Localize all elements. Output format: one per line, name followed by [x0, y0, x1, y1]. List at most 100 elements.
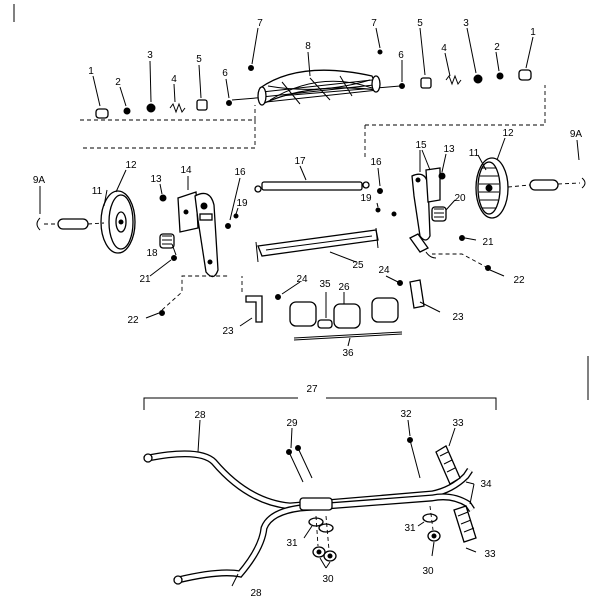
- handle-upper: [147, 450, 473, 510]
- label-30: 30: [422, 566, 434, 577]
- label-6: 6: [222, 68, 228, 79]
- label-9a: 9A: [570, 129, 583, 140]
- label-13: 13: [150, 174, 162, 185]
- wheel-right: [475, 157, 509, 219]
- label-31: 31: [286, 538, 298, 549]
- screw-top-right: [377, 49, 383, 55]
- roller-shaft-36: [293, 331, 403, 339]
- bolt-left: [225, 223, 231, 229]
- nut-right: [473, 74, 483, 84]
- label-16: 16: [234, 167, 246, 178]
- label-9a: 9A: [33, 175, 46, 186]
- label-15: 15: [415, 140, 427, 151]
- handle-clamp: [299, 497, 333, 511]
- bolt-21-right: [459, 235, 465, 241]
- washer-right: [496, 72, 504, 80]
- roller-center: [333, 303, 361, 329]
- clip-right: [581, 177, 586, 189]
- label-17: 17: [294, 156, 306, 167]
- label-25: 25: [352, 260, 364, 271]
- label-3: 3: [147, 50, 153, 61]
- label-31: 31: [404, 523, 416, 534]
- label-24: 24: [296, 274, 308, 285]
- bearing-right: [420, 77, 432, 89]
- label-14: 14: [180, 165, 192, 176]
- label-22: 22: [513, 275, 525, 286]
- label-26: 26: [338, 282, 350, 293]
- handle-lower: [177, 493, 475, 584]
- washer-31-b: [318, 523, 334, 533]
- nut-left: [146, 103, 156, 113]
- label-5: 5: [196, 54, 202, 65]
- roller-spacer: [317, 319, 333, 329]
- label-12: 12: [502, 128, 514, 139]
- label-36: 36: [342, 348, 354, 359]
- bearing-cup-left: [95, 108, 109, 119]
- label-33: 33: [452, 418, 464, 429]
- label-20: 20: [454, 193, 466, 204]
- roller-bracket-right: [409, 279, 425, 309]
- label-2: 2: [494, 42, 500, 53]
- label-7: 7: [257, 18, 263, 29]
- label-23: 23: [452, 312, 464, 323]
- bolt-29-a: [286, 449, 304, 483]
- cutter-bar: [255, 227, 379, 263]
- label-18: 18: [146, 248, 158, 259]
- washer-left: [123, 107, 131, 115]
- gear-left: [159, 233, 175, 249]
- label-7: 7: [371, 18, 377, 29]
- spring-right: [445, 74, 462, 86]
- roller-shaft: [254, 181, 370, 193]
- bolt-32: [407, 437, 421, 479]
- label-19: 19: [360, 193, 372, 204]
- washer-31-c: [422, 513, 438, 523]
- label-34: 34: [480, 479, 492, 490]
- label-28: 28: [250, 588, 262, 599]
- axle-left: [57, 218, 89, 230]
- label-1: 1: [88, 66, 94, 77]
- grip-lower: [453, 505, 477, 543]
- label-35: 35: [319, 279, 331, 290]
- label-32: 32: [400, 409, 412, 420]
- nut-30-b: [323, 550, 337, 562]
- bolt-29-b: [295, 445, 313, 479]
- wheel-left: [100, 190, 136, 254]
- label-22: 22: [127, 315, 139, 326]
- bolt-16-right: [377, 188, 383, 194]
- bearing-left: [196, 99, 208, 111]
- pin-right: [399, 83, 405, 89]
- label-21: 21: [139, 274, 151, 285]
- label-29: 29: [286, 418, 298, 429]
- label-24: 24: [378, 265, 390, 276]
- label-4: 4: [441, 43, 447, 54]
- screw-24-right: [397, 280, 403, 286]
- handle-end-top: [143, 453, 153, 463]
- grip-upper: [435, 445, 461, 485]
- bolt-21-left: [171, 255, 177, 261]
- screw-top-left: [248, 65, 254, 71]
- spacer-left: [159, 194, 167, 202]
- spring-left: [169, 102, 186, 114]
- nut-30-c: [427, 530, 441, 542]
- label-19: 19: [236, 198, 248, 209]
- roller-left: [289, 301, 317, 327]
- roller-right: [371, 297, 399, 323]
- gear-right: [431, 206, 447, 222]
- label-16: 16: [370, 157, 382, 168]
- label-13: 13: [443, 144, 455, 155]
- nut-22-left: [159, 310, 165, 316]
- nut-30-a: [312, 546, 326, 558]
- label-8: 8: [305, 41, 311, 52]
- label-6: 6: [398, 50, 404, 61]
- screw-24-left: [275, 294, 281, 300]
- roller-bracket-left: [245, 295, 263, 323]
- label-12: 12: [125, 160, 137, 171]
- label-27: 27: [306, 384, 318, 395]
- label-2: 2: [115, 77, 121, 88]
- handle-end-bottom: [173, 575, 183, 585]
- label-33: 33: [484, 549, 496, 560]
- handle-assembly: [143, 397, 497, 587]
- frame-wheel-assembly: [36, 137, 586, 347]
- label-3: 3: [463, 18, 469, 29]
